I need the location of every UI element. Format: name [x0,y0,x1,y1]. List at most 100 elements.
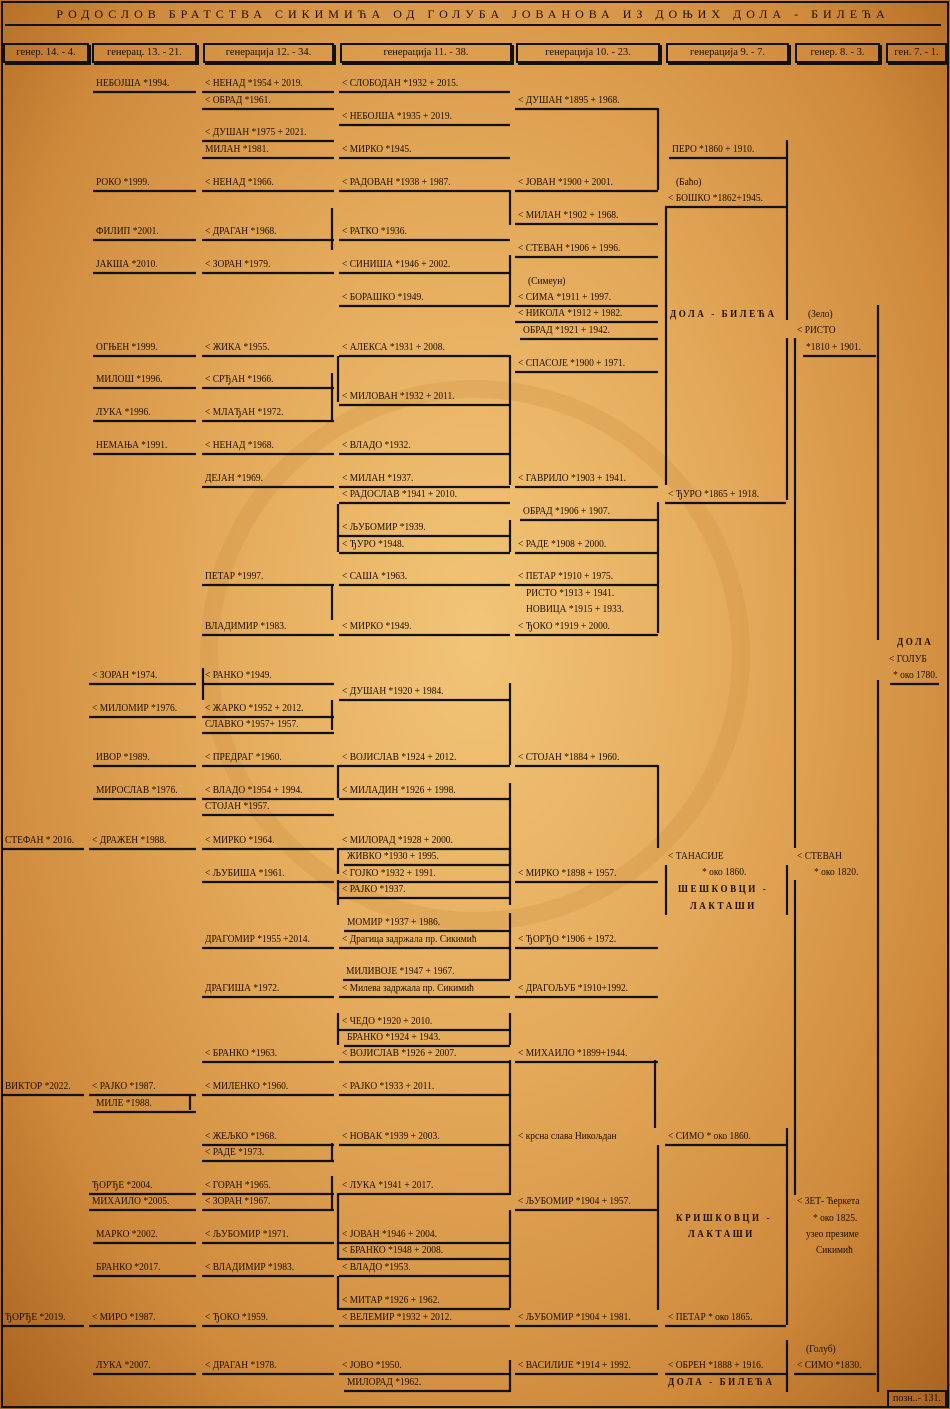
person-entry: БРАНКО *1924 + 1943. [347,1031,441,1043]
person-entry: < ОБРЕН *1888 + 1916. [668,1359,764,1371]
person-entry: < ЈОВАН *1900 + 2001. [518,176,613,188]
header-gen-9: генерација 9. - 7. [666,43,789,63]
person-entry: < ДУШАН *1895 + 1968. [518,94,620,106]
person-entry: < РАДОСЛАВ *1941 + 2010. [342,488,457,500]
place-label: ДОЛА - БИЛЕЋА [668,1377,775,1388]
person-entry: < ЈОВАН *1946 + 2004. [342,1228,437,1240]
person-entry: < БРАНКО *1963. [205,1047,278,1059]
person-entry: < РАЈКО *1937. [342,883,406,895]
person-entry: < ГОЛУБ [889,653,927,665]
person-entry: < НИКОЛА *1912 + 1982. [518,307,623,319]
person-entry: < ЂОРЂО *1906 + 1972. [518,933,617,945]
person-entry: < ЉУБОМИР *1904 + 1981. [518,1311,631,1323]
person-entry: < МИЛАДИН *1926 + 1998. [342,784,456,796]
person-entry: < ДРАГАН *1968. [205,225,277,237]
person-entry: ОГЊЕН *1999. [96,341,158,353]
person-entry: ОБРАД *1906 + 1907. [523,505,610,517]
person-entry: < МИРКО *1949. [342,620,412,632]
page-title: РОДОСЛОВ БРАТСТВА СИКИМИЋА ОД ГОЛУБА ЈОВ… [5,5,941,26]
person-entry: < СИНИША *1946 + 2002. [342,258,451,270]
place-label: ШЕШКОВЦИ - [678,884,769,895]
person-entry: СТОЈАН *1957. [205,800,270,812]
person-entry: ДРАГОМИР *1955 +2014. [205,933,310,945]
person-entry: < Драгица задржала пр. Сикимић [342,933,477,945]
person-entry: < ЗЕТ- Ћеркета [797,1195,860,1207]
person-entry: < ДРАГАН *1978. [205,1359,277,1371]
header-gen-10: генерација 10. - 23. [516,43,660,63]
person-entry: < ВЛАДО *1953. [342,1261,411,1273]
person-entry: < ЂУРО *1948. [342,538,405,550]
person-entry: < РАЈКО *1933 + 2011. [342,1080,435,1092]
person-entry: ДРАГИША *1972. [205,982,280,994]
person-entry: < ЗОРАН *1974. [92,669,158,681]
person-entry: < ЈОВО *1950. [342,1359,402,1371]
person-entry: НЕБОЈША *1994. [96,77,170,89]
person-entry: < ГОРАН *1965. [205,1179,271,1191]
place-label: ЛАКТАШИ [690,901,757,912]
person-entry: < САША *1963. [342,570,408,582]
place-label: ДОЛА - БИЛЕЋА [670,309,777,320]
person-entry: < РАЈКО *1987. [92,1080,156,1092]
person-entry: < ВЛАДИМИР *1983. [205,1261,295,1273]
person-entry: < ЉУБИША *1961. [205,867,285,879]
person-entry: < СИМО *1830. [797,1359,862,1371]
person-entry: < ВЛАДО *1932. [342,439,411,451]
person-entry: < МИЛАН *1937. [342,472,414,484]
person-entry: ЖИВКО *1930 + 1995. [347,850,439,862]
person-entry: ИВОР *1989. [96,751,150,763]
person-entry: < ТАНАСИЈЕ [668,850,724,862]
person-entry: НЕМАЊА *1991. [96,439,168,451]
place-label: ДОЛА [897,637,934,648]
person-entry: < ВАСИЛИЈЕ *1914 + 1992. [518,1359,631,1371]
person-entry: < МИЛАН *1902 + 1968. [518,209,619,221]
person-entry: < РАНКО *1949. [205,669,272,681]
person-entry: < СТЕВАН *1906 + 1996. [518,242,621,254]
person-entry: ЛУКА *2007. [96,1359,151,1371]
person-entry: < ПЕТАР * око 1865. [668,1311,753,1323]
person-entry: ПЕТАР *1997. [205,570,264,582]
person-entry: < ВЕЛЕМИР *1932 + 2012. [342,1311,452,1323]
person-entry: (Симеун) [528,275,566,287]
place-label: КРИШКОВЦИ - [676,1213,773,1224]
person-entry: МАРКО *2002. [96,1228,158,1240]
person-entry: Сикимић [816,1244,853,1256]
person-entry: < СТЕВАН [797,850,842,862]
person-entry: < ЉУБОМИР *1971. [205,1228,289,1240]
person-entry: НОВИЦА *1915 + 1933. [526,603,624,615]
person-entry: < ДУШАН *1920 + 1984. [342,685,444,697]
header-gen-8: генер. 8. - 3. [795,43,880,63]
person-entry: МИЛЕ *1988. [96,1097,152,1109]
person-entry: * око 1780. [893,669,938,681]
person-entry: МИХАИЛО *2005. [92,1195,170,1207]
header-gen-13: генерац. 13. - 21. [92,43,197,63]
person-entry: < СТОЈАН *1884 + 1960. [518,751,620,763]
person-entry: < РАДЕ *1973. [205,1146,265,1158]
person-entry: < РИСТО [797,324,836,336]
person-entry: < БРАНКО *1948 + 2008. [342,1244,444,1256]
person-entry: < Милева задржала пр. Сикимић [342,982,474,994]
person-entry: < БОРАШКО *1949. [342,291,424,303]
person-entry: (Зело) [808,308,833,320]
person-entry: < СПАСОЈЕ *1900 + 1971. [518,357,626,369]
person-entry: < МИРКО *1898 + 1957. [518,867,617,879]
person-entry: < НОВАК *1939 + 2003. [342,1130,440,1142]
person-entry: < ПЕТАР *1910 + 1975. [518,570,614,582]
person-entry: < ЛУКА *1941 + 2017. [342,1179,434,1191]
person-entry: БРАНКО *2017. [96,1261,161,1273]
person-entry: < ЂОКО *1919 + 2000. [518,620,610,632]
person-entry: < ЉУБОМИР *1904 + 1957. [518,1195,631,1207]
person-entry: < ЧЕДО *1920 + 2010. [342,1015,433,1027]
header-gen-7: ген. 7. - 1. [886,43,947,63]
person-entry: < ЖИКА *1955. [205,341,270,353]
person-entry: ВИКТОР *2022. [5,1080,71,1092]
person-entry: РИСТО *1913 + 1941. [526,587,615,599]
person-entry: < МИЛОВАН *1932 + 2011. [342,390,455,402]
person-entry: ЛУКА *1996. [96,406,151,418]
person-entry: * око 1860. [702,866,747,878]
person-entry: < БОШКО *1862+1945. [668,192,763,204]
person-entry: < МИТАР *1926 + 1962. [342,1294,440,1306]
person-entry: * око 1820. [814,866,859,878]
person-entry: МИЛАН *1981. [205,143,269,155]
person-entry: < СИМА *1911 + 1997. [518,291,612,303]
